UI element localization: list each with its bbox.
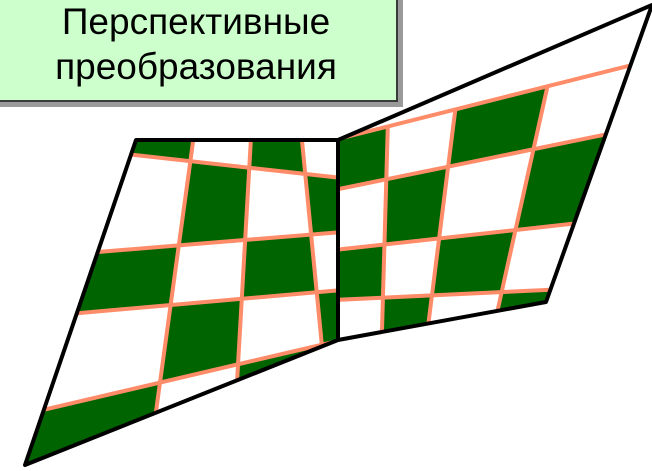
title-box: Перспективные преобразования: [0, 0, 398, 102]
left-checker-cell: [242, 235, 317, 299]
left-checker-cell: [171, 240, 246, 305]
right-checker-cell: [383, 238, 439, 297]
left-checker-cell: [245, 168, 311, 240]
title-line-1: Перспективные: [62, 0, 330, 44]
title-line-2: преобразования: [55, 44, 337, 89]
right-checker-cell: [334, 244, 384, 300]
